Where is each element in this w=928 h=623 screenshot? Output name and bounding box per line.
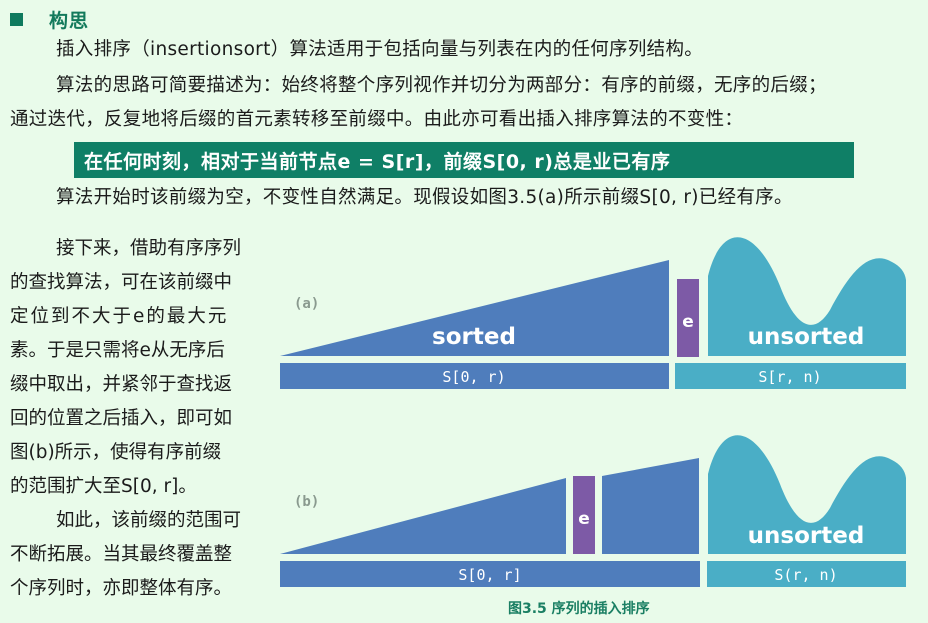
panel-b-label: (b)	[294, 494, 319, 510]
unsorted-suffix-shape	[708, 435, 906, 554]
side-line: 定位到不大于e的最大元	[10, 306, 229, 327]
suffix-range-bar	[675, 363, 906, 389]
prefix-range-bar	[280, 363, 669, 389]
sorted-prefix-right-shape	[602, 458, 699, 554]
unsorted-label: unsorted	[748, 324, 865, 350]
panel-a-label: (a)	[294, 296, 319, 312]
sorted-prefix-left-shape	[280, 478, 566, 554]
element-e-label: e	[682, 312, 694, 332]
side-line: 如此，该前缀的范围可	[56, 510, 242, 531]
element-e-block	[677, 279, 699, 357]
suffix-range-bar	[707, 561, 906, 587]
panel-a: (a) sorted e unsorted S[0, r) S[r, n)	[280, 237, 906, 389]
unsorted-label: unsorted	[748, 523, 865, 549]
side-line: 接下来，借助有序序列	[56, 238, 242, 259]
invariant-text: 在任何时刻，相对于当前节点e = S[r]，前缀S[0, r)总是业已有序	[84, 150, 671, 173]
side-line: 的范围扩大至S[0, r]。	[10, 476, 197, 497]
side-line: 不断拓展。当其最终覆盖整	[10, 544, 233, 565]
inserted-element-e-label: e	[578, 509, 590, 529]
prefix-range-label: S[0, r)	[442, 368, 505, 386]
inserted-element-e-block	[573, 476, 595, 554]
unsorted-suffix-shape	[708, 237, 906, 356]
invariant-banner: 在任何时刻，相对于当前节点e = S[r]，前缀S[0, r)总是业已有序	[74, 142, 854, 178]
section-heading: 构思	[10, 6, 89, 32]
paragraph-2-line-2: 通过迭代，反复地将后缀的首元素转移至前缀中。由此亦可看出插入排序算法的不变性：	[10, 109, 744, 130]
side-line: 个序列时，亦即整体有序。	[10, 578, 233, 599]
side-line: 图(b)所示，使得有序前缀	[10, 442, 222, 463]
sorted-label: sorted	[432, 324, 516, 350]
paragraph-1: 插入排序（insertionsort）算法适用于包括向量与列表在内的任何序列结构…	[56, 39, 704, 60]
paragraph-3: 算法开始时该前缀为空，不变性自然满足。现假设如图3.5(a)所示前缀S[0, r…	[56, 187, 793, 208]
suffix-range-label: S(r, n)	[774, 566, 837, 584]
side-line: 的查找算法，可在该前缀中	[10, 272, 233, 293]
prefix-range-label: S[0, r]	[458, 566, 521, 584]
side-paragraph: 接下来，借助有序序列 的查找算法，可在该前缀中 定位到不大于e的最大元 素。于是…	[10, 232, 272, 606]
suffix-range-label: S[r, n)	[758, 368, 821, 386]
square-bullet-icon	[10, 12, 23, 26]
side-line: 素。于是只需将e从无序后	[10, 340, 225, 361]
prefix-range-bar	[280, 561, 700, 587]
figure-caption: 图3.5 序列的插入排序	[508, 601, 650, 617]
side-line: 回的位置之后插入，即可如	[10, 408, 233, 429]
section-title: 构思	[49, 9, 90, 32]
side-line: 缀中取出，并紧邻于查找返	[10, 374, 233, 395]
panel-b: (b) e unsorted S[0, r] S(r, n)	[280, 435, 906, 587]
paragraph-2-line-1: 算法的思路可简要描述为：始终将整个序列视作并切分为两部分：有序的前缀，无序的后缀…	[56, 75, 827, 96]
sorted-prefix-shape	[280, 260, 669, 356]
insertion-sort-figure: (a) sorted e unsorted S[0, r) S[r, n) (b…	[280, 237, 906, 587]
